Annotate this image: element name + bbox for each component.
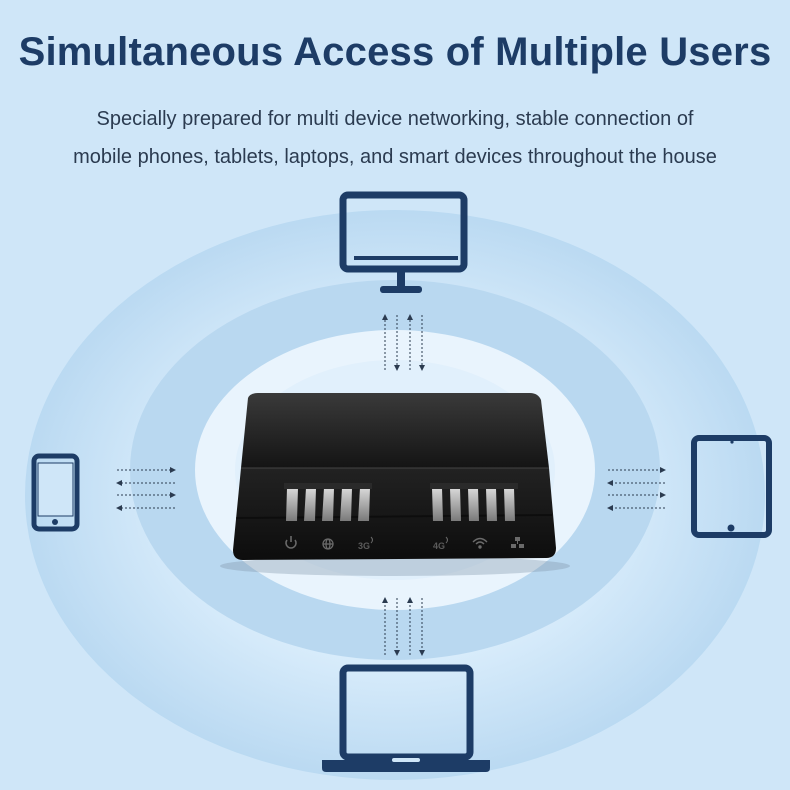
headline: Simultaneous Access of Multiple Users bbox=[18, 30, 772, 74]
router-device: 3G 4G bbox=[220, 393, 570, 576]
power-indicator-icon bbox=[285, 536, 297, 549]
router-vent-right bbox=[430, 483, 518, 521]
data-flow-arrows-top bbox=[382, 314, 425, 371]
mobile-phone-icon bbox=[31, 453, 80, 532]
tablet-icon bbox=[691, 435, 772, 538]
lan-indicator-icon bbox=[511, 537, 524, 548]
subtitle-line-2: mobile phones, tablets, laptops, and sma… bbox=[73, 146, 717, 168]
router-top-surface bbox=[241, 393, 549, 468]
4g-label: 4G bbox=[433, 541, 445, 551]
data-flow-arrows-right bbox=[607, 467, 666, 511]
desktop-monitor-icon bbox=[339, 191, 468, 293]
4g-indicator-icon: 4G bbox=[433, 536, 448, 551]
wifi-indicator-icon bbox=[472, 537, 488, 549]
router-vent-left bbox=[284, 483, 372, 521]
data-flow-arrows-bottom bbox=[382, 597, 425, 656]
subtitle-line-1: Specially prepared for multi device netw… bbox=[96, 108, 694, 130]
3g-indicator-icon: 3G bbox=[358, 536, 373, 551]
globe-indicator-icon bbox=[322, 538, 334, 550]
data-flow-arrows-left bbox=[116, 467, 176, 511]
3g-label: 3G bbox=[358, 541, 370, 551]
laptop-icon bbox=[322, 664, 490, 772]
